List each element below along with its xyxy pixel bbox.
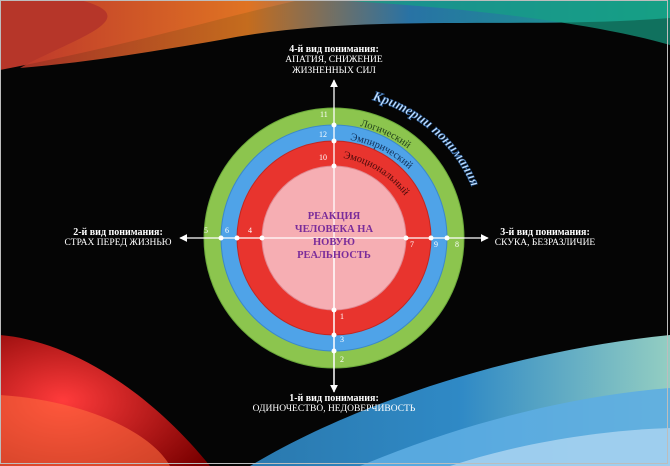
number-9: 9 [434,240,438,249]
number-10: 10 [319,153,327,162]
number-2: 2 [340,355,344,364]
number-7: 7 [410,240,414,249]
number-4: 4 [248,226,252,235]
number-3: 3 [340,335,344,344]
number-1: 1 [340,312,344,321]
number-8: 8 [455,240,459,249]
number-11: 11 [320,110,328,119]
quadrant-left-label: 2-й вид понимания: СТРАХ ПЕРЕД ЖИЗНЬЮ [64,227,172,248]
number-5: 5 [204,226,208,235]
number-12: 12 [319,130,327,139]
quadrant-right-label: 3-й вид понимания: СКУКА, БЕЗРАЗЛИЧИЕ [494,227,596,248]
quadrant-top-label: 4-й вид понимания: АПАТИЯ, СНИЖЕНИЕ ЖИЗН… [285,44,383,76]
center-text: РЕАКЦИЯ ЧЕЛОВЕКА НА НОВУЮ РЕАЛЬНОСТЬ [294,211,374,261]
quadrant-bottom-label: 1-й вид понимания: ОДИНОЧЕСТВО, НЕДОВЕРЧ… [252,393,416,414]
axis-points [218,122,450,354]
number-6: 6 [225,226,229,235]
